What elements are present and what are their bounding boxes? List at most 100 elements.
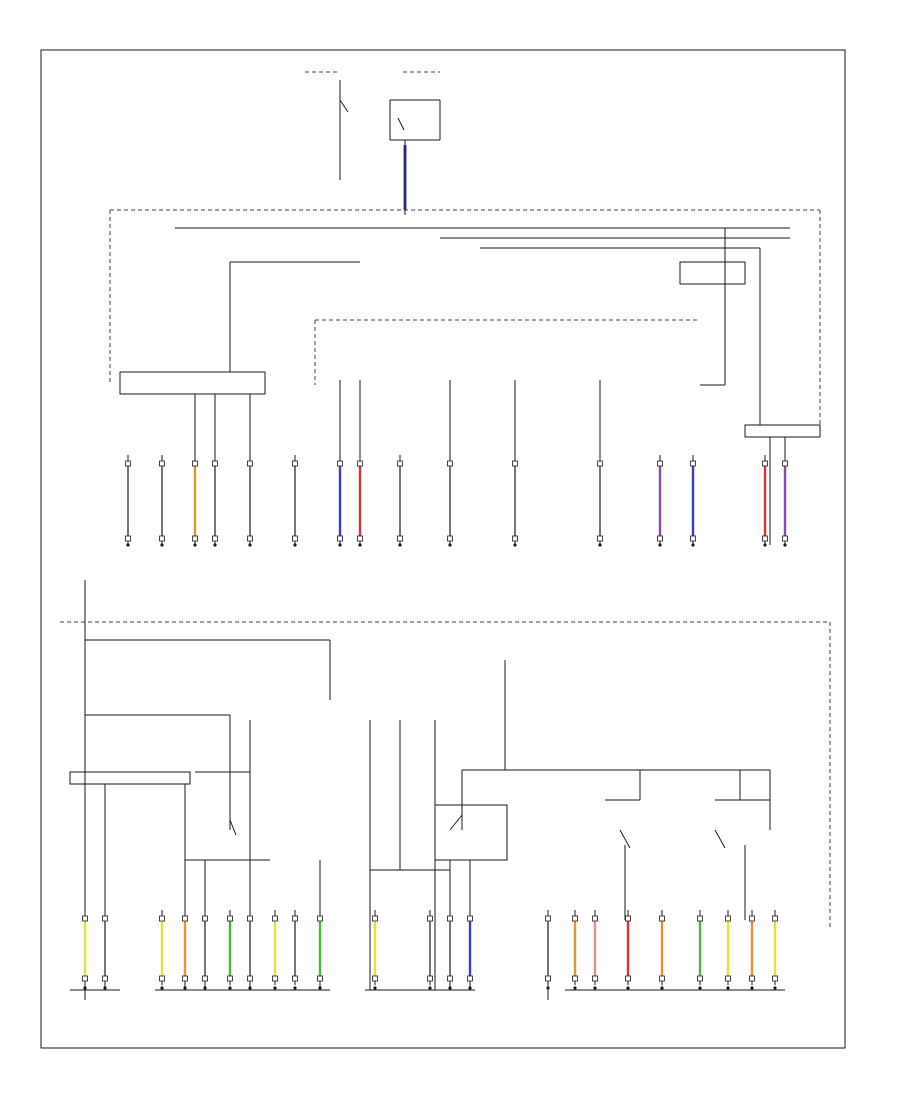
connector-pin: [292, 975, 298, 982]
connector-pin: [782, 460, 788, 467]
connector-d4: [182, 910, 188, 990]
connector-pin: [82, 915, 88, 922]
terminal-dot: [691, 543, 695, 547]
connector-c11: [512, 455, 518, 547]
connector-pin: [247, 460, 253, 467]
connector-pin: [272, 975, 278, 982]
connector-pin: [292, 535, 298, 542]
connector-d9: [292, 910, 298, 990]
terminal-dot: [318, 986, 322, 990]
connector-pin: [357, 535, 363, 542]
connector-c2: [159, 455, 165, 547]
connector-d21: [725, 910, 731, 990]
connector-pin: [657, 535, 663, 542]
connector-c5: [247, 455, 253, 547]
connector-pin: [697, 915, 703, 922]
connector-d20: [697, 910, 703, 990]
connector-pin: [182, 915, 188, 922]
connector-d7: [247, 910, 253, 990]
connector-pin: [725, 915, 731, 922]
connector-pin: [337, 460, 343, 467]
connector-pin: [372, 975, 378, 982]
connector-pin: [102, 975, 108, 982]
upper-bus: [109, 209, 821, 425]
terminal-dot: [160, 986, 164, 990]
terminal-dot: [183, 986, 187, 990]
connector-pin: [697, 975, 703, 982]
connector-c1: [125, 455, 131, 547]
terminal-dot: [248, 543, 252, 547]
connector-pin: [292, 460, 298, 467]
connector-pin: [782, 535, 788, 542]
terminal-dot: [228, 986, 232, 990]
connector-pin: [247, 915, 253, 922]
connector-pin: [337, 535, 343, 542]
connector-pin: [159, 915, 165, 922]
connector-pin: [192, 535, 198, 542]
terminal-dot: [193, 543, 197, 547]
connector-pin: [292, 915, 298, 922]
connector-pin: [427, 975, 433, 982]
terminal-dot: [273, 986, 277, 990]
connector-pin: [317, 915, 323, 922]
connector-c12: [597, 455, 603, 547]
connector-d8: [272, 910, 278, 990]
connector-pin: [467, 915, 473, 922]
terminal-dot: [783, 543, 787, 547]
connector-d1: [82, 910, 88, 990]
connector-c14: [690, 455, 696, 547]
connector-c3: [192, 455, 198, 547]
connector-pin: [749, 975, 755, 982]
terminal-dot: [160, 543, 164, 547]
terminal-dot: [293, 543, 297, 547]
terminal-dot: [593, 986, 597, 990]
connector-c7: [337, 455, 343, 547]
connector-d15: [545, 910, 551, 990]
connector-pin: [202, 915, 208, 922]
connector-pin: [625, 975, 631, 982]
connector-d18: [625, 910, 631, 990]
terminal-dot: [293, 986, 297, 990]
connector-pin: [427, 915, 433, 922]
terminal-dot: [573, 986, 577, 990]
connector-pin: [749, 915, 755, 922]
terminal-dot: [513, 543, 517, 547]
connector-pin: [572, 975, 578, 982]
connector-pin: [447, 535, 453, 542]
connector-pin: [102, 915, 108, 922]
connector-pin: [545, 975, 551, 982]
connector-pin: [159, 975, 165, 982]
connector-pin: [247, 975, 253, 982]
connector-pin: [372, 915, 378, 922]
connector-pin: [659, 975, 665, 982]
terminal-dot: [103, 986, 107, 990]
connector-pin: [357, 460, 363, 467]
lower-connector-row: [82, 910, 778, 990]
terminal-dot: [428, 986, 432, 990]
connector-pin: [725, 975, 731, 982]
connector-pin: [597, 535, 603, 542]
connector-pin: [592, 915, 598, 922]
connector-d19: [659, 910, 665, 990]
connector-c15: [762, 455, 768, 547]
terminal-dot: [598, 543, 602, 547]
middle-bus: [60, 580, 831, 930]
connector-d13: [447, 910, 453, 990]
terminal-dot: [83, 986, 87, 990]
connector-pin: [125, 535, 131, 542]
terminal-dot: [726, 986, 730, 990]
connector-pin: [762, 535, 768, 542]
terminal-dot: [626, 986, 630, 990]
connector-c6: [292, 455, 298, 547]
terminal-dot: [658, 543, 662, 547]
upper-relay-block: [119, 319, 821, 545]
lower-ground-bars: [70, 989, 785, 1000]
connector-pin: [512, 535, 518, 542]
terminal-dot: [468, 986, 472, 990]
connector-c9: [397, 455, 403, 547]
lower-wiring: [69, 640, 771, 990]
connector-pin: [397, 460, 403, 467]
connector-pin: [690, 460, 696, 467]
connector-pin: [159, 535, 165, 542]
